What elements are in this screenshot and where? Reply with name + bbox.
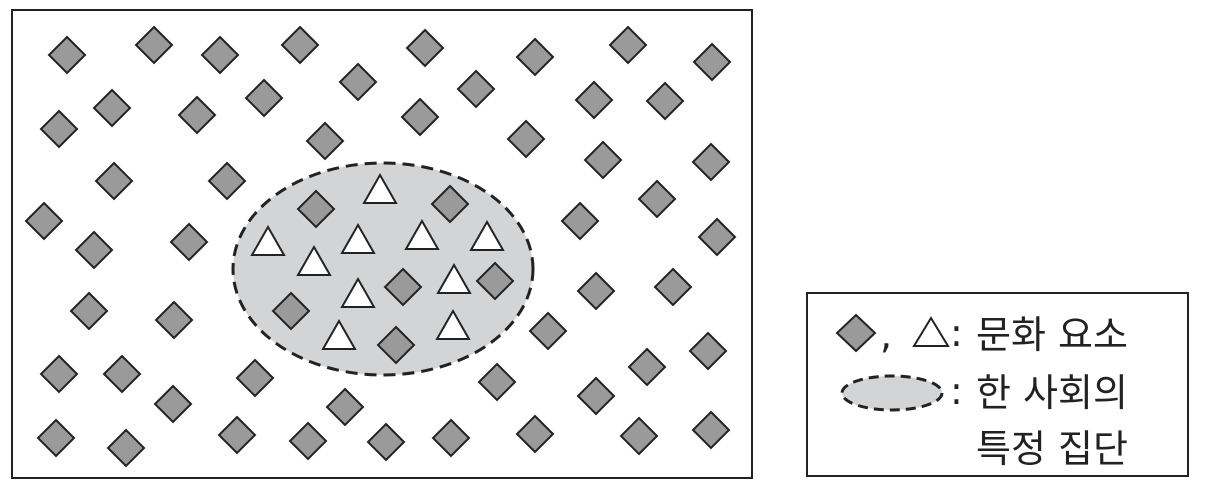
legend-ellipse-icon: [840, 374, 944, 412]
culture-element-diamond: [405, 28, 445, 68]
culture-element-diamond: [456, 69, 496, 109]
culture-element-diamond: [400, 97, 440, 137]
culture-element-diamond: [366, 422, 406, 462]
culture-element-diamond: [74, 230, 114, 270]
culture-element-diamond: [280, 25, 320, 65]
legend-element-label: 문화 요소: [976, 313, 1128, 357]
culture-element-diamond: [102, 354, 142, 394]
culture-element-diamond: [288, 421, 328, 461]
culture-element-diamond: [637, 179, 677, 219]
culture-element-diamond: [36, 418, 76, 458]
culture-element-triangle: [436, 262, 472, 294]
legend-colon-1: :: [950, 311, 963, 355]
culture-element-diamond: [134, 25, 174, 65]
culture-element-diamond: [515, 414, 555, 454]
culture-element-triangle: [321, 318, 357, 350]
culture-element-diamond: [24, 201, 64, 241]
culture-element-triangle: [435, 308, 471, 340]
culture-element-diamond: [430, 184, 470, 224]
culture-element-diamond: [106, 428, 146, 468]
culture-element-diamond: [627, 347, 667, 387]
culture-element-diamond: [177, 95, 217, 135]
culture-element-diamond: [477, 362, 517, 402]
culture-element-diamond: [376, 325, 416, 365]
culture-element-triangle: [296, 244, 332, 276]
culture-element-diamond: [39, 354, 79, 394]
culture-element-diamond: [528, 311, 568, 351]
legend-triangle-icon: [912, 316, 950, 347]
culture-element-diamond: [653, 267, 693, 307]
culture-element-diamond: [691, 410, 731, 450]
culture-element-triangle: [250, 224, 286, 256]
culture-element-diamond: [515, 37, 555, 77]
culture-element-diamond: [69, 291, 109, 331]
culture-element-diamond: [325, 387, 365, 427]
culture-element-diamond: [692, 42, 732, 82]
culture-element-diamond: [475, 261, 515, 301]
culture-element-triangle: [362, 172, 398, 204]
culture-element-diamond: [94, 161, 134, 201]
culture-element-diamond: [338, 62, 378, 102]
culture-element-diamond: [217, 415, 257, 455]
culture-element-diamond: [271, 291, 311, 331]
legend-separator: ,: [880, 313, 892, 357]
legend-diamond-icon: [835, 313, 877, 353]
culture-element-diamond: [506, 119, 546, 159]
culture-element-diamond: [153, 384, 193, 424]
legend-group-label-line2: 특정 집단: [976, 427, 1128, 471]
culture-element-diamond: [576, 271, 616, 311]
culture-element-diamond: [697, 217, 737, 257]
culture-element-diamond: [645, 81, 685, 121]
legend-group-label-line1: 한 사회의: [976, 371, 1128, 415]
culture-element-diamond: [688, 331, 728, 371]
culture-element-diamond: [576, 376, 616, 416]
culture-element-diamond: [235, 358, 275, 398]
culture-element-diamond: [207, 161, 247, 201]
culture-element-diamond: [583, 140, 623, 180]
culture-element-diamond: [92, 88, 132, 128]
culture-element-triangle: [404, 218, 440, 250]
culture-element-diamond: [560, 201, 600, 241]
culture-element-diamond: [169, 222, 209, 262]
culture-element-diamond: [154, 300, 194, 340]
culture-element-diamond: [574, 80, 614, 120]
culture-element-diamond: [244, 78, 284, 118]
culture-element-diamond: [200, 35, 240, 75]
culture-element-diamond: [296, 189, 336, 229]
culture-element-diamond: [383, 267, 423, 307]
culture-element-diamond: [691, 142, 731, 182]
culture-element-triangle: [340, 222, 376, 254]
culture-element-triangle: [469, 219, 505, 251]
culture-element-diamond: [47, 35, 87, 75]
legend-colon-2: :: [950, 369, 963, 413]
culture-element-diamond: [431, 418, 471, 458]
culture-element-triangle: [340, 276, 376, 308]
culture-element-diamond: [619, 416, 659, 456]
culture-element-diamond: [608, 25, 648, 65]
culture-element-diamond: [305, 121, 345, 161]
culture-element-diamond: [39, 109, 79, 149]
